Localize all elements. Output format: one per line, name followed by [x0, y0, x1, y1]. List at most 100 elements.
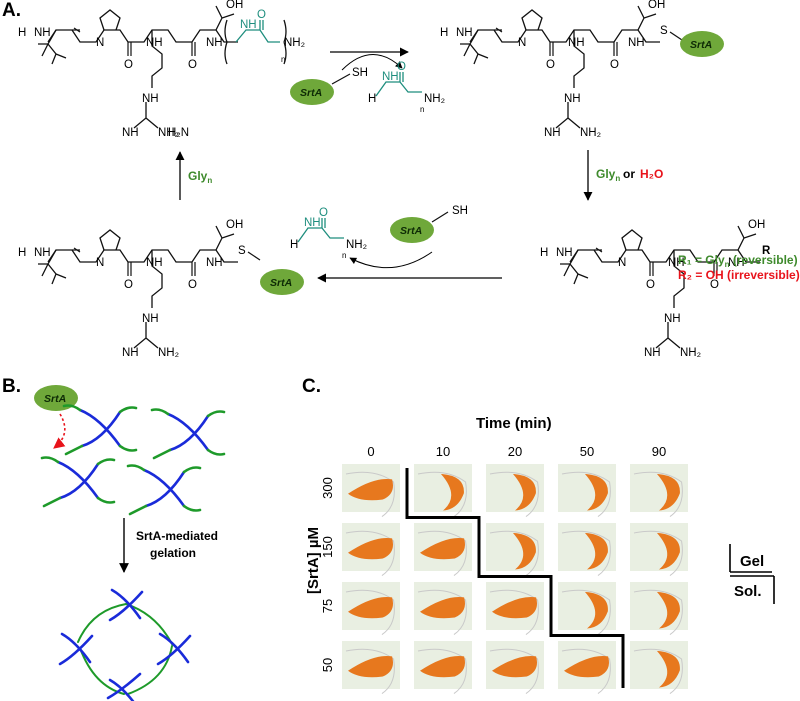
atom-nh: NH: [122, 127, 139, 139]
atom-nh: NH: [34, 247, 51, 259]
gly-subscript-n: n: [342, 251, 346, 260]
gly-nh: NH: [304, 217, 321, 229]
atom-n: N: [518, 37, 526, 49]
atom-nh2: NH₂: [680, 347, 701, 359]
atom-nh: NH: [568, 37, 585, 49]
atom-s: S: [238, 245, 246, 257]
srta-label: SrtA: [270, 277, 292, 289]
concentration-tick-label: 50: [320, 658, 335, 672]
atom-nh: NH: [644, 347, 661, 359]
monomer: [40, 456, 116, 508]
or-text: or: [623, 167, 635, 181]
vial-photo: [342, 523, 400, 576]
vial-photo: [558, 582, 616, 635]
monomer: [150, 408, 226, 460]
atom-nh2: NH₂: [158, 347, 179, 359]
released-glycine-top: H NH O NH₂ n: [368, 61, 445, 114]
atom-nh: NH: [34, 27, 51, 39]
srta-label: SrtA: [44, 393, 66, 405]
panel-a-label: A.: [2, 0, 21, 21]
gly-nh2: NH₂: [346, 239, 367, 251]
thioester-intermediate-bottom: H NH N O NH O NH OH NH NH NH₂ S: [18, 219, 261, 359]
srta-attack-arrow: [53, 413, 66, 449]
crosslinked-network: [58, 588, 192, 701]
atom-oh: OH: [648, 0, 665, 11]
gly-n-reagent: Glyn: [188, 169, 212, 185]
reaction-arrow-bottom: [317, 251, 502, 283]
atom-nh: NH: [142, 93, 159, 105]
atom-oh: OH: [226, 0, 243, 11]
gly-o: O: [397, 61, 406, 73]
time-tick-label: 0: [367, 444, 374, 459]
atom-o: O: [124, 279, 133, 291]
atom-r: R: [762, 245, 771, 257]
concentration-axis-title: [SrtA] µM: [305, 527, 322, 594]
atom-nh: NH: [628, 37, 645, 49]
monomer: [126, 464, 202, 516]
concentration-tick-label: 150: [320, 536, 335, 558]
vial-photo: [630, 523, 688, 576]
gly-nh2: NH₂: [284, 37, 305, 49]
atom-o: O: [710, 279, 719, 291]
time-tick-labels: 0 10 20 50 90: [367, 444, 666, 459]
atom-nh: NH: [456, 27, 473, 39]
atom-nh: NH: [146, 257, 163, 269]
vial-photo: [414, 641, 472, 694]
atom-sh: SH: [352, 67, 368, 79]
vial-photo: [414, 464, 472, 517]
reaction-arrow-left: Glyn: [175, 151, 212, 200]
gly-h: H: [290, 239, 298, 251]
gly-subscript-n: n: [420, 105, 424, 114]
srta-enzyme-top: SrtA SH: [290, 67, 368, 105]
substrate-peptide: H NH N O NH O NH OH NH NH NH₂ H₂N: [18, 0, 243, 139]
srta-enzyme-topright: SrtA: [680, 31, 724, 57]
time-tick-label: 90: [652, 444, 666, 459]
atom-n: N: [96, 257, 104, 269]
vial-photo: [342, 641, 400, 694]
atom-nh: NH: [206, 257, 223, 269]
atom-o: O: [646, 279, 655, 291]
srta-label: SrtA: [400, 225, 422, 237]
atom-nh: NH: [564, 93, 581, 105]
vial-photo: [558, 464, 616, 517]
gly-nh2: NH₂: [424, 93, 445, 105]
atom-nh: NH: [668, 257, 685, 269]
reaction-arrow-right: Glyn or H₂O: [583, 150, 663, 201]
time-axis-title: Time (min): [476, 415, 552, 432]
r1-label: R₁ = Glyn (reversible): [678, 253, 798, 269]
atom-o: O: [610, 59, 619, 71]
gelation-label-line2: gelation: [150, 546, 196, 560]
atom-o: O: [546, 59, 555, 71]
time-tick-label: 50: [580, 444, 594, 459]
atom-sh: SH: [452, 205, 468, 217]
r-group-legend: R₁ = Glyn (reversible) R₂ = OH (irrevers…: [678, 253, 800, 282]
panel-c-label: C.: [302, 376, 321, 397]
water-reagent: H₂O: [640, 167, 663, 181]
vial-photo: [414, 582, 472, 635]
atom-s: S: [660, 25, 668, 37]
time-tick-label: 20: [508, 444, 522, 459]
concentration-tick-label: 300: [320, 477, 335, 499]
vial-photo: [630, 641, 688, 694]
atom-nh: NH: [556, 247, 573, 259]
atom-nh: NH: [664, 313, 681, 325]
gel-sol-legend: Gel Sol.: [729, 544, 775, 604]
atom-nh: NH: [206, 37, 223, 49]
atom-n: N: [618, 257, 626, 269]
released-glycine-bottom: H NH O NH₂ n: [290, 207, 367, 260]
atom-nh: NH: [544, 127, 561, 139]
r2-label: R₂ = OH (irreversible): [678, 268, 800, 282]
gly-n-reagent: Glyn: [596, 167, 620, 183]
gel-sol-boundary-line: [405, 468, 625, 688]
atom-o: O: [188, 279, 197, 291]
vial-photo: [486, 464, 544, 517]
gelation-label-line1: SrtA-mediated: [136, 529, 218, 543]
vial-photo: [558, 641, 616, 694]
legend-gel-label: Gel: [740, 553, 764, 570]
atom-h: H: [18, 27, 26, 39]
atom-nh2: NH₂: [580, 127, 601, 139]
time-tick-label: 10: [436, 444, 450, 459]
atom-nh2: NH₂: [158, 127, 179, 139]
atom-oh: OH: [748, 219, 765, 231]
